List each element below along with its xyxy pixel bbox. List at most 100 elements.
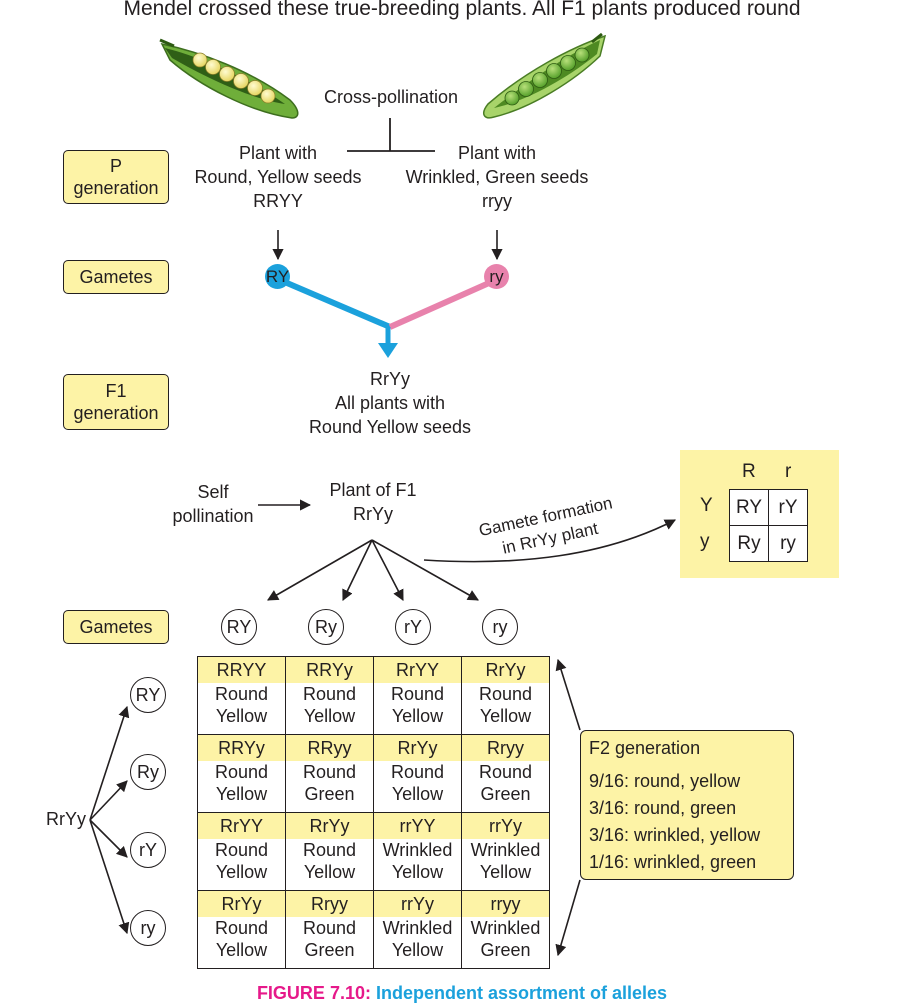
cell-genotype: RRyy (286, 735, 373, 761)
gametes-label: Gametes (63, 260, 169, 294)
gf-cell: rY (768, 489, 808, 526)
cell-color: Yellow (391, 706, 444, 726)
gamete-formation-box: R r Y y RY rY Ry ry (680, 450, 839, 578)
plant-f1-line1: Plant of F1 (329, 480, 417, 500)
gamete-side-ry: ry (130, 910, 166, 946)
cell-genotype: rrYy (374, 891, 461, 917)
f1-line2: All plants with (334, 393, 446, 413)
cell-genotype: RrYy (198, 891, 285, 917)
intro-text: Mendel crossed these true-breeding plant… (123, 0, 801, 20)
cell-shape: Round (214, 684, 269, 704)
gametes-label-2: Gametes (63, 610, 169, 644)
cell-genotype: Rryy (462, 735, 549, 761)
gamete-side-rY: rY (130, 832, 166, 868)
parent-left-genotype: RRYY (253, 191, 303, 211)
cell-color: Yellow (215, 940, 268, 960)
p-gen-line1: P (109, 156, 122, 176)
cell-color: Yellow (391, 940, 444, 960)
cell-shape: Round (390, 684, 445, 704)
cell-shape: Round (302, 840, 357, 860)
parent-right-line2: Wrinkled, Green seeds (405, 167, 589, 187)
gamete-top-rY: rY (395, 609, 431, 645)
gamete-side-RY: RY (130, 677, 166, 713)
p-generation-label: P generation (63, 150, 169, 204)
gf-cell: ry (768, 525, 808, 562)
cell-genotype: RrYy (374, 735, 461, 761)
cell-color: Green (304, 784, 355, 804)
cell-shape: Round (302, 918, 357, 938)
cell-genotype: Rryy (286, 891, 373, 917)
cell-shape: Round (302, 762, 357, 782)
cell-genotype: rrYy (462, 813, 549, 839)
cell-color: Yellow (303, 706, 356, 726)
parent-right-line1: Plant with (457, 143, 537, 163)
f2-ratio: 1/16: wrinkled, green (589, 852, 757, 872)
parent-wrinkled-green: Plant with Wrinkled, Green seeds rryy (398, 141, 596, 213)
cell-shape: Round (302, 684, 357, 704)
cell-shape: Wrinkled (382, 840, 453, 860)
cell-genotype: RRYY (198, 657, 285, 683)
f1-gen-line2: generation (73, 403, 159, 423)
f2-title: F2 generation (589, 738, 701, 758)
cell-color: Yellow (215, 706, 268, 726)
cell-genotype: rrYY (374, 813, 461, 839)
yellow-pea-pod-icon (159, 38, 299, 119)
cell-genotype: RRYy (286, 657, 373, 683)
cell-genotype: RrYY (198, 813, 285, 839)
gamete-top-ry: ry (482, 609, 518, 645)
f1-gen-line1: F1 (105, 381, 127, 401)
figure-title: Independent assortment of alleles (375, 983, 668, 1003)
cell-shape: Round (214, 918, 269, 938)
cell-shape: Wrinkled (470, 840, 541, 860)
f2-ratio: 3/16: round, green (589, 798, 737, 818)
parent-right-genotype: rryy (482, 191, 512, 211)
cell-shape: Round (478, 762, 533, 782)
gf-cell: RY (729, 489, 769, 526)
cross-pollination-label: Cross-pollination (323, 87, 459, 107)
gamete-top-Ry: Ry (308, 609, 344, 645)
cell-color: Green (304, 940, 355, 960)
f2-ratio: 9/16: round, yellow (589, 771, 741, 791)
cell-color: Green (480, 784, 531, 804)
plant-of-f1: Plant of F1 RrYy (314, 478, 432, 526)
figure-number: FIGURE 7.10: (256, 983, 371, 1003)
cell-color: Yellow (391, 862, 444, 882)
cell-color: Green (480, 940, 531, 960)
gamete-side-Ry: Ry (130, 754, 166, 790)
parent-left-line2: Round, Yellow seeds (194, 167, 362, 187)
f1-description: RrYy All plants with Round Yellow seeds (280, 367, 500, 439)
cell-color: Yellow (479, 706, 532, 726)
parent-round-yellow: Plant with Round, Yellow seeds RRYY (180, 141, 376, 213)
cell-shape: Wrinkled (470, 918, 541, 938)
cell-genotype: RrYy (286, 813, 373, 839)
self-pollination-label: Self pollination (160, 480, 266, 528)
gamete-formation-table: RY rY Ry ry (729, 489, 808, 562)
gf-col-R: R (742, 461, 756, 482)
cell-genotype: RrYY (374, 657, 461, 683)
cell-shape: Round (478, 684, 533, 704)
cell-color: Yellow (479, 862, 532, 882)
cell-color: Yellow (391, 784, 444, 804)
cell-genotype: RRYy (198, 735, 285, 761)
cell-shape: Wrinkled (382, 918, 453, 938)
gf-row-y: y (700, 531, 710, 552)
cell-color: Yellow (303, 862, 356, 882)
f2-generation-box: F2 generation 9/16: round, yellow 3/16: … (580, 730, 794, 880)
cell-color: Yellow (215, 784, 268, 804)
cell-shape: Round (214, 840, 269, 860)
f1-line3: Round Yellow seeds (308, 417, 472, 437)
